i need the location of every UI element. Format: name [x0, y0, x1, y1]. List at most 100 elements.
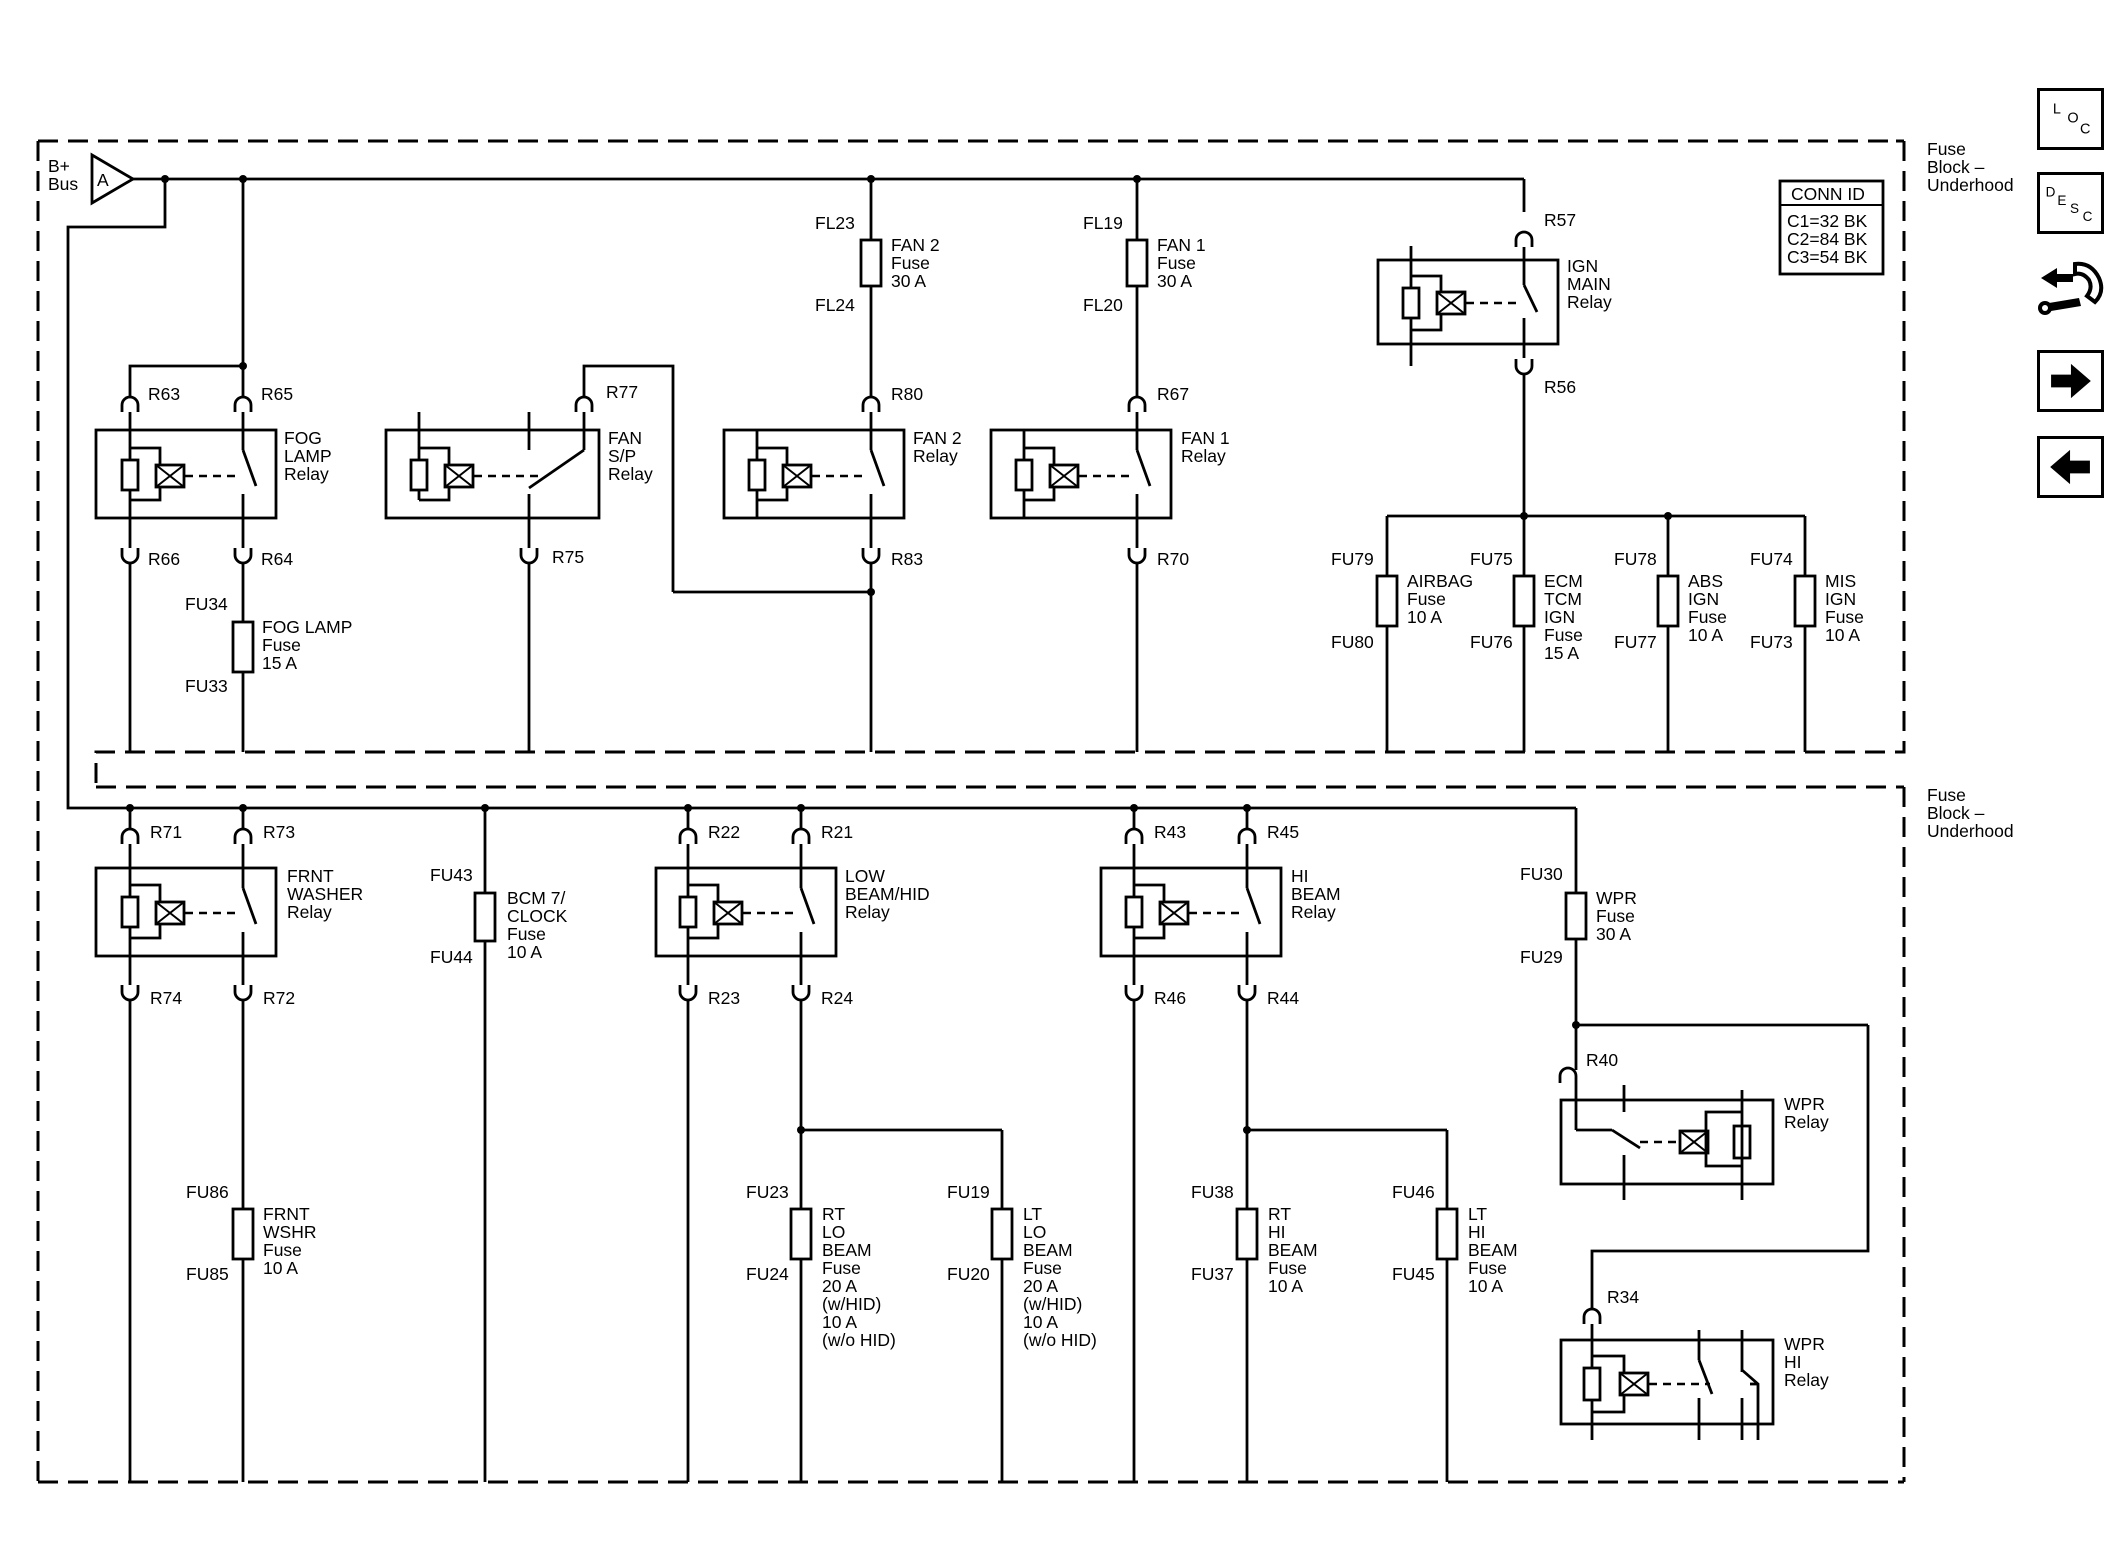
svg-text:BEAM: BEAM	[1268, 1240, 1318, 1260]
svg-text:LO: LO	[1023, 1222, 1046, 1242]
svg-text:FOG LAMP: FOG LAMP	[262, 617, 352, 637]
svg-text:LO: LO	[822, 1222, 845, 1242]
svg-text:MAIN: MAIN	[1567, 274, 1611, 294]
svg-text:R80: R80	[891, 384, 923, 404]
svg-text:AIRBAG: AIRBAG	[1407, 571, 1473, 591]
conn-id-title: CONN ID	[1791, 184, 1865, 204]
svg-text:Block –: Block –	[1927, 157, 1985, 177]
svg-text:R34: R34	[1607, 1287, 1639, 1307]
front-washer-fuse: FU86 FU85 FRNT WSHR Fuse 10 A	[186, 1182, 316, 1482]
svg-text:10 A: 10 A	[1023, 1312, 1058, 1332]
arrow-left-icon	[2050, 449, 2090, 485]
svg-text:Fuse: Fuse	[262, 635, 301, 655]
svg-text:10 A: 10 A	[1468, 1276, 1503, 1296]
svg-text:FU46: FU46	[1392, 1182, 1435, 1202]
svg-text:R74: R74	[150, 988, 182, 1008]
svg-text:FAN 2: FAN 2	[891, 235, 940, 255]
connector-tool-button[interactable]	[2035, 258, 2107, 330]
fog-relay-name-2: LAMP	[284, 446, 332, 466]
loc-button[interactable]: L O C	[2037, 88, 2104, 150]
svg-text:O: O	[2067, 111, 2078, 127]
svg-text:ABS: ABS	[1688, 571, 1723, 591]
svg-text:FRNT: FRNT	[263, 1204, 310, 1224]
svg-text:Fuse: Fuse	[1468, 1258, 1507, 1278]
previous-button[interactable]	[2037, 436, 2104, 498]
svg-text:FU20: FU20	[947, 1264, 990, 1284]
svg-text:Fuse: Fuse	[1157, 253, 1196, 273]
svg-text:Fuse: Fuse	[1407, 589, 1446, 609]
fuse-block-label-top: Fuse Block – Underhood	[1927, 139, 2014, 195]
svg-text:Fuse: Fuse	[1927, 785, 1966, 805]
wiper-hi-relay: R34 WPR HI Relay	[1559, 1287, 1829, 1440]
svg-text:Fuse: Fuse	[1825, 607, 1864, 627]
svg-text:Relay: Relay	[1784, 1370, 1829, 1390]
svg-text:BEAM: BEAM	[1468, 1240, 1518, 1260]
bus-label-line1: B+	[48, 156, 70, 176]
svg-text:20 A: 20 A	[1023, 1276, 1058, 1296]
svg-text:(w/o HID): (w/o HID)	[1023, 1330, 1097, 1350]
svg-text:R21: R21	[821, 822, 853, 842]
svg-text:WPR: WPR	[1596, 888, 1637, 908]
svg-text:Fuse: Fuse	[1927, 139, 1966, 159]
svg-text:Relay: Relay	[1784, 1112, 1829, 1132]
svg-text:BCM 7/: BCM 7/	[507, 888, 565, 908]
svg-text:S/P: S/P	[608, 446, 636, 466]
svg-text:FU80: FU80	[1331, 632, 1374, 652]
rt-lo-beam-fuse: FU23 FU24 RT LO BEAM Fuse 20 A (w/HID) 1…	[746, 1182, 896, 1482]
fog-relay-in-a: R63	[148, 384, 180, 404]
svg-text:FU78: FU78	[1614, 549, 1657, 569]
fuse-block-upper-border	[36, 139, 1906, 1482]
arrow-right-icon	[2051, 363, 2091, 399]
fog-relay-name-1: FOG	[284, 428, 322, 448]
fan2-fuse: FL23 FL24 FAN 2 Fuse 30 A	[815, 175, 940, 397]
conn-id-c1: C1=32 BK	[1787, 211, 1868, 231]
svg-text:FAN 1: FAN 1	[1157, 235, 1206, 255]
svg-text:R23: R23	[708, 988, 740, 1008]
svg-text:BEAM: BEAM	[822, 1240, 872, 1260]
hi-beam-relay: R43 R45 R46 R44 HI BEAM Relay	[1099, 804, 1449, 1482]
svg-text:FAN 2: FAN 2	[913, 428, 962, 448]
wiper-fuse: FU30 FU29 WPR Fuse 30 A	[1520, 808, 1868, 1029]
desc-icon: D E S C	[2046, 185, 2093, 224]
svg-text:HI: HI	[1784, 1352, 1802, 1372]
svg-text:FRNT: FRNT	[287, 866, 334, 886]
svg-text:S: S	[2070, 201, 2079, 216]
wiper-relay: R40 WPR Relay	[1558, 1025, 1870, 1310]
ign-main-relay: R57 R56 IGN MAIN Relay	[1376, 210, 1805, 520]
fan-sp-relay: R77 R75 FAN S/P Relay	[384, 364, 875, 752]
svg-text:Relay: Relay	[913, 446, 958, 466]
svg-text:FU34: FU34	[185, 594, 228, 614]
fuse-block-lower-border	[38, 785, 1906, 1484]
abs-ign-fuse: FU78 FU77 ABS IGN Fuse 10 A	[1614, 516, 1727, 752]
svg-text:HI: HI	[1268, 1222, 1286, 1242]
bcm-clock-fuse: FU43 FU44 BCM 7/ CLOCK Fuse 10 A	[430, 804, 568, 1482]
svg-text:(w/HID): (w/HID)	[822, 1294, 881, 1314]
svg-text:R40: R40	[1586, 1050, 1618, 1070]
svg-text:R73: R73	[263, 822, 295, 842]
svg-text:FU23: FU23	[746, 1182, 789, 1202]
svg-text:30 A: 30 A	[1157, 271, 1192, 291]
svg-text:R24: R24	[821, 988, 853, 1008]
svg-text:WPR: WPR	[1784, 1334, 1825, 1354]
fog-relay-name-3: Relay	[284, 464, 329, 484]
svg-text:BEAM/HID: BEAM/HID	[845, 884, 930, 904]
svg-text:FL20: FL20	[1083, 295, 1123, 315]
svg-text:FU29: FU29	[1520, 947, 1563, 967]
front-washer-relay: R71 R73 R74 R72 FRNT WASHER Relay	[94, 804, 363, 1482]
svg-text:FL23: FL23	[815, 213, 855, 233]
svg-text:Underhood: Underhood	[1927, 821, 2014, 841]
svg-text:HI: HI	[1291, 866, 1309, 886]
svg-text:Relay: Relay	[608, 464, 653, 484]
bus-connector-letter: A	[97, 170, 109, 190]
svg-text:R46: R46	[1154, 988, 1186, 1008]
desc-button[interactable]: D E S C	[2037, 172, 2104, 234]
svg-text:L: L	[2053, 102, 2061, 118]
svg-text:FU24: FU24	[746, 1264, 789, 1284]
svg-text:Fuse: Fuse	[507, 924, 546, 944]
svg-text:FU44: FU44	[430, 947, 473, 967]
mis-ign-fuse: FU74 FU73 MIS IGN Fuse 10 A	[1750, 516, 1864, 752]
next-button[interactable]	[2037, 350, 2104, 412]
svg-text:Fuse: Fuse	[1268, 1258, 1307, 1278]
svg-text:Relay: Relay	[1181, 446, 1226, 466]
